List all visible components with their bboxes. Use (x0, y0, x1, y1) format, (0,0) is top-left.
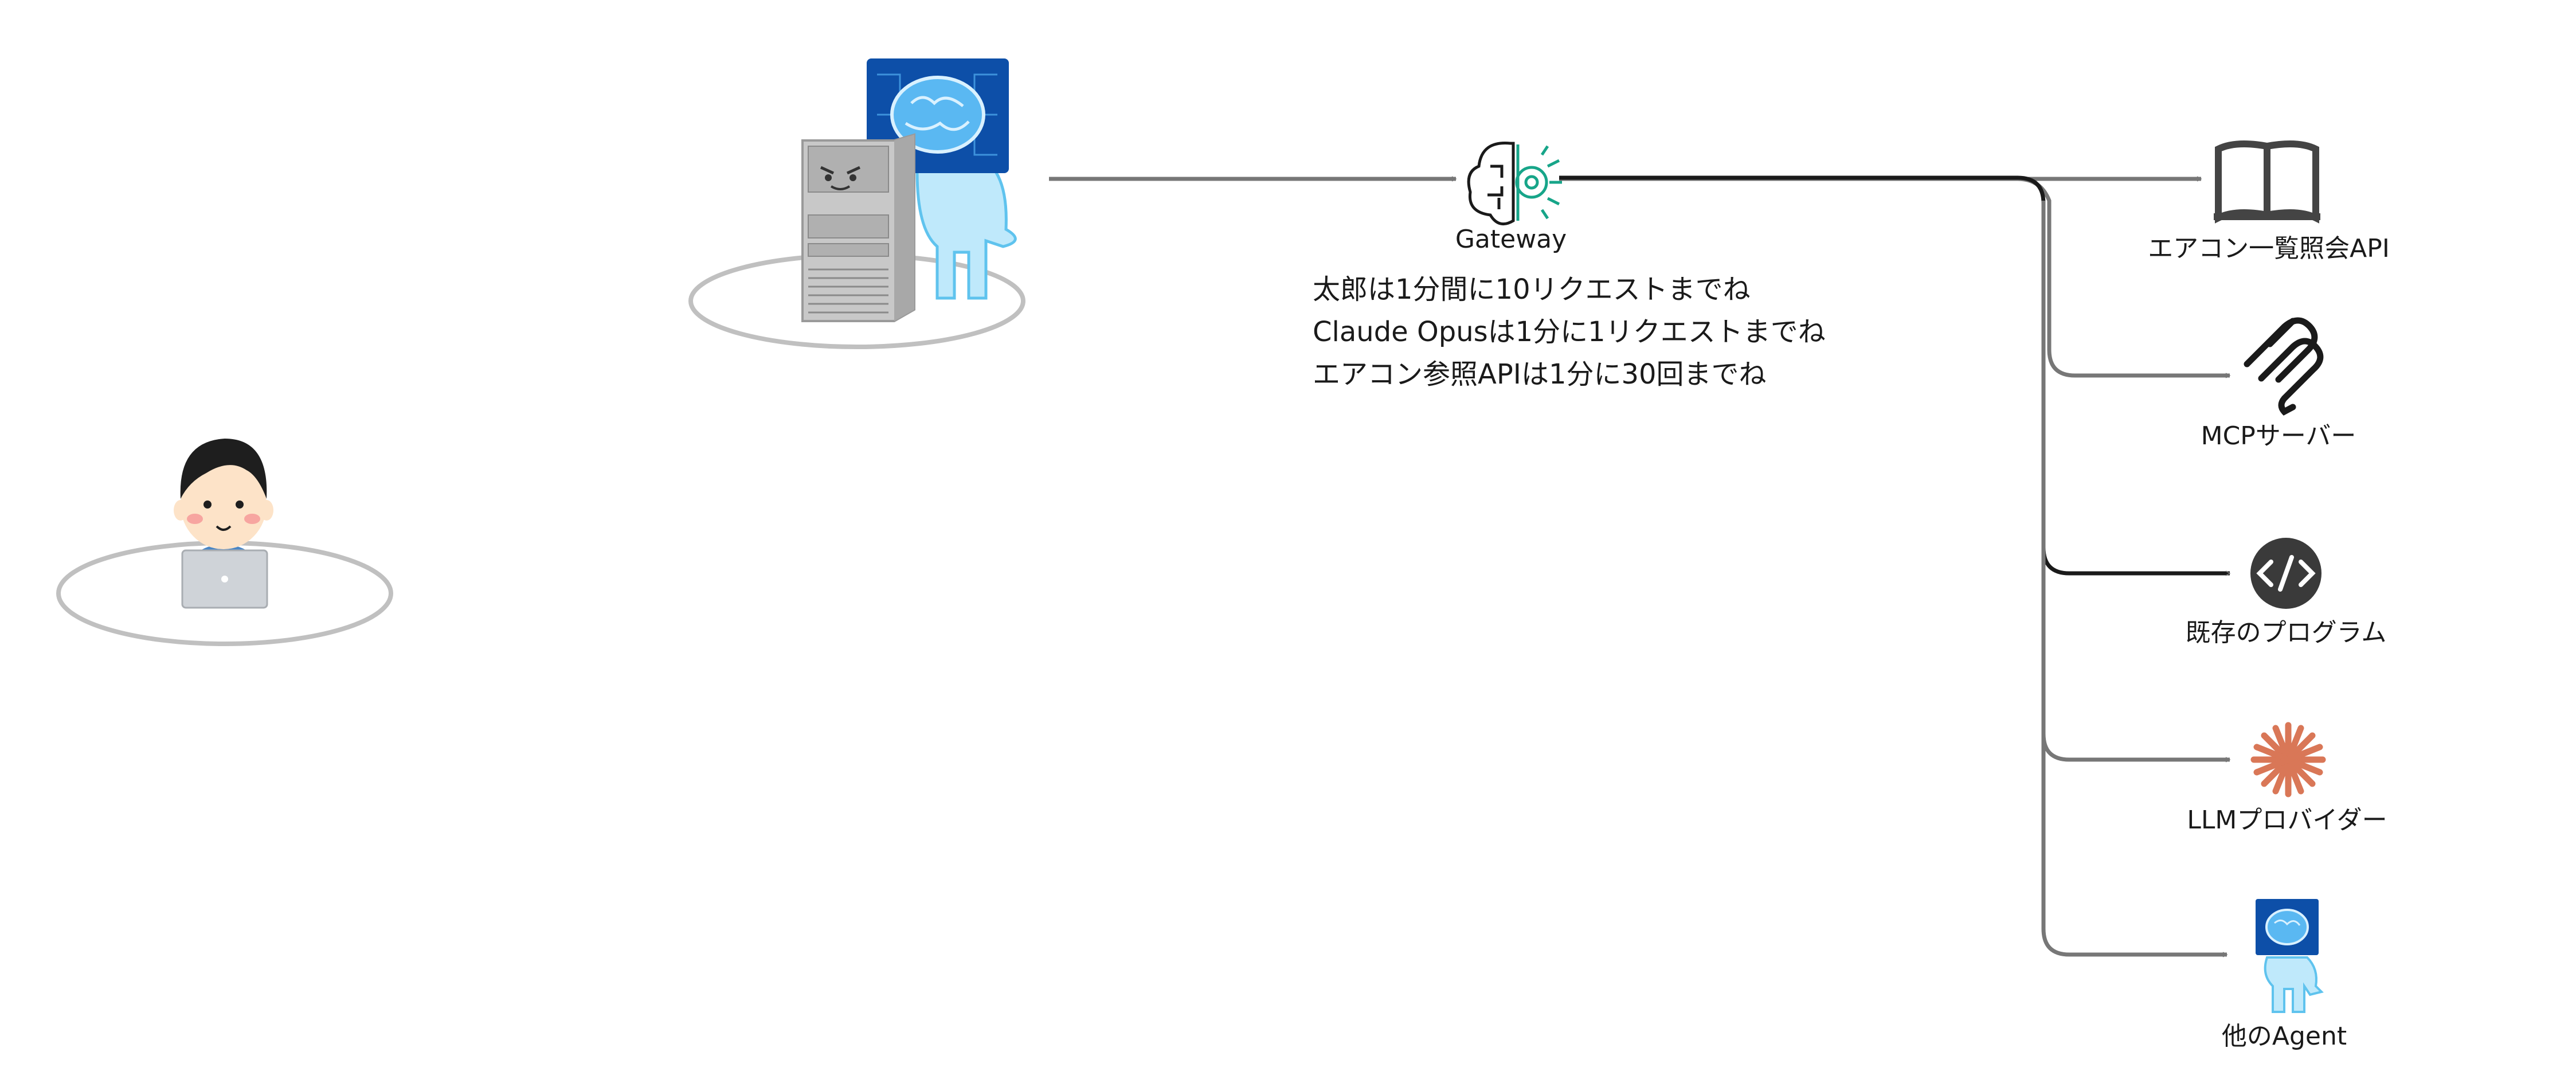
edge-gateway-to-other-agent (2041, 201, 2228, 957)
aircon-api-label: エアコン一覧照会API (2148, 234, 2390, 263)
edge-gateway-to-llm (2041, 201, 2231, 763)
llm-provider-label: LLMプロバイダー (2187, 806, 2387, 835)
mcp-server-label: MCPサーバー (2201, 421, 2356, 451)
edges (1049, 175, 2231, 957)
book-icon (2214, 140, 2320, 224)
note-line: 太郎は1分間に10リクエストまでね (1313, 273, 1751, 306)
gateway-brain-gear-icon (1467, 142, 1562, 226)
ai-agent-server-icon (688, 58, 1025, 349)
edge-gateway-to-mcp (2017, 177, 2231, 378)
claude-spark-icon (2250, 722, 2326, 797)
other-agent-label: 他のAgent (2222, 1022, 2347, 1051)
agent-robot-icon (2256, 899, 2324, 1013)
note-line: エアコン参照APIは1分に30回までね (1313, 358, 1767, 390)
mcp-server-node: MCPサーバー (2201, 317, 2356, 451)
existing-program-label: 既存のプログラム (2186, 618, 2387, 647)
gateway-label: Gateway (1455, 225, 1567, 254)
gateway-node: Gateway (1455, 142, 1567, 254)
rate-limit-notes: 太郎は1分間に10リクエストまでね Claude Opusは1分に1リクエストま… (1313, 268, 1826, 396)
note-line: Claude Opusは1分に1リクエストまでね (1313, 316, 1826, 348)
other-agent-node: 他のAgent (2222, 899, 2347, 1051)
llm-provider-node: LLMプロバイダー (2187, 722, 2387, 835)
existing-program-node: 既存のプログラム (2186, 538, 2387, 647)
aircon-api-node: エアコン一覧照会API (2148, 140, 2390, 263)
mcp-icon (2244, 317, 2324, 416)
user-with-laptop-icon (56, 439, 393, 646)
